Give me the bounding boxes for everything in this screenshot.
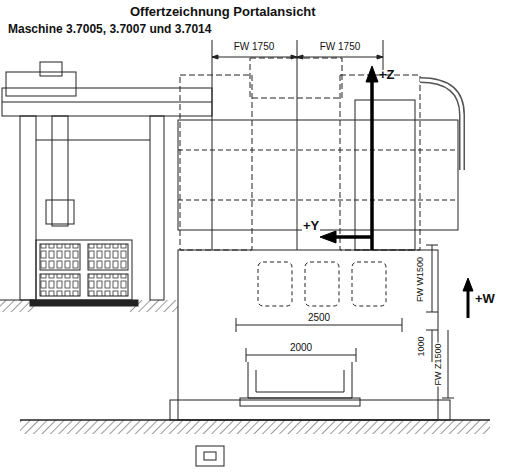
axis-label: +Y [302,219,320,232]
axis-label: +W [475,292,495,305]
dimension-label: 2500 [307,313,331,323]
machine-numbers: Maschine 3.7005, 3.7007 und 3.7014 [8,23,211,35]
dimension-label: 2000 [289,343,313,353]
dimension-label: 1000 [417,335,426,357]
dimension-label: FW W1500 [416,255,425,302]
dimension-label: FW 1750 [319,42,362,52]
drawing-title: Offertzeichnung Portalansicht [130,5,316,18]
axis-label: +Z [379,68,395,81]
dimension-label: FW 1750 [233,42,276,52]
dimension-label: FW Z1500 [433,342,442,386]
